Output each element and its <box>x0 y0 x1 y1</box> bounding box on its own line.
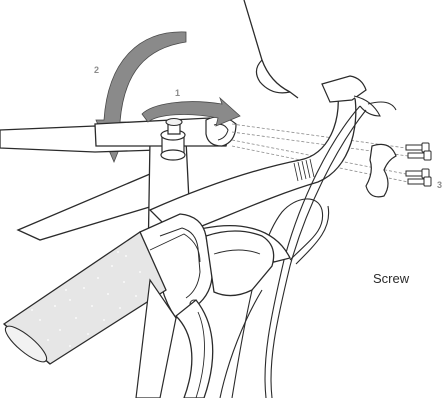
screw-caption: Screw <box>373 272 409 285</box>
handlebar-grip <box>1 232 166 367</box>
shift-lever <box>206 231 274 296</box>
bolt-set-icon <box>406 143 431 186</box>
step-1-callout: 1 <box>175 89 180 98</box>
step-3-callout: 3 <box>437 181 442 190</box>
seat-post <box>244 0 298 98</box>
step-2-callout: 2 <box>94 66 99 75</box>
mount-bracket <box>366 144 396 197</box>
